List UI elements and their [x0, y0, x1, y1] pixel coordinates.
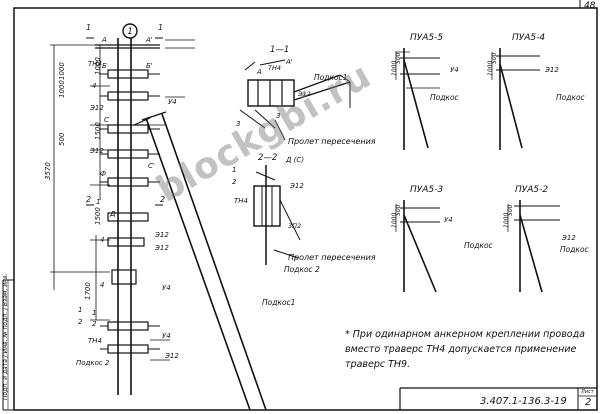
dim-1500-a: 1500: [94, 122, 102, 140]
lbl-D: Д: [109, 210, 116, 218]
s11-lbl-A: А: [256, 68, 262, 76]
lbl-u4-3: У4: [162, 332, 171, 340]
lbl-e12-1: Э12: [89, 104, 104, 112]
section-mark-1b: 1: [158, 23, 163, 32]
lbl-A: А: [101, 36, 107, 44]
section-1-1-title: 1—1: [270, 45, 289, 55]
lbl-tn4-bottom: ТН4: [88, 337, 102, 345]
variant-5-tag: У4: [450, 66, 459, 74]
lbl-e12-5: Э12: [164, 352, 179, 360]
lbl-e12-2: Э12: [89, 147, 104, 155]
doc-code: 3.407.1-136.3-19: [480, 396, 567, 407]
variant-pua5-4-title: ПУА5-4: [512, 33, 545, 43]
variant-3-dim-a: 1000: [391, 213, 398, 228]
lbl-C: С: [104, 116, 109, 124]
variant-4-tag: Э12: [544, 66, 559, 74]
variant-pua5-2-title: ПУА5-2: [515, 185, 548, 195]
dim-1000-a: 1000: [58, 80, 66, 98]
lbl-B: Б: [102, 62, 107, 70]
variant-5-brace: Подкос: [430, 93, 460, 102]
s22-lbl-tn4: ТН4: [234, 197, 248, 205]
side-stamp: Подп. и дата / Инв. № подл. / Взам. инв.: [2, 273, 9, 400]
lbl-C-prime: С': [148, 162, 155, 170]
lbl-F: Ф: [100, 170, 106, 178]
s22-lbl-podkos2: Подкос 2: [284, 265, 320, 274]
footnote: * При одинарном анкерном креплении прово…: [345, 329, 585, 370]
s22-crossing: Пролет пересечения: [288, 253, 376, 262]
lbl-4-a: 4: [92, 82, 96, 90]
dim-1000-b: 1000: [58, 62, 66, 80]
variant-4-dim-a: 1000: [487, 61, 494, 76]
variant-2-dim-a: 1000: [503, 213, 510, 228]
s11-lbl-tn4: ТН4: [268, 64, 281, 72]
lbl-4-b: 4: [100, 236, 104, 244]
section-2-2-title: 2—2: [258, 153, 277, 163]
scale-mark-1: 1: [78, 306, 82, 314]
lbl-B-prime: Б': [146, 62, 153, 70]
dim-1500-b: 1500: [94, 207, 102, 225]
variant-2-tag: Э12: [561, 234, 576, 242]
s11-lbl-podkos: Подкос1: [314, 73, 347, 82]
lbl-u4-1: У4: [168, 98, 177, 106]
dim-3570: 3570: [44, 162, 52, 180]
s22-lbl-d: Д (С): [285, 156, 304, 164]
sheet-number: 2: [585, 397, 592, 408]
variant-4-dim-b: 500: [491, 52, 498, 64]
variant-5-dim-b: 500: [395, 52, 402, 64]
lbl-4-c: 4: [100, 281, 104, 289]
s11-lbl-e12: Э12: [297, 90, 311, 98]
s22-lbl-e12: Э12: [289, 182, 304, 190]
lbl-2: 2: [92, 320, 97, 328]
scale-mark-2: 2: [78, 318, 83, 326]
lbl-1: 1: [92, 309, 96, 317]
lbl-A-prime: А': [145, 36, 153, 44]
section-mark-2a: 2: [86, 195, 91, 204]
variant-pua5-3-title: ПУА5-3: [410, 185, 443, 195]
variant-3-tag: У4: [444, 216, 453, 224]
s11-lbl-3b: 3: [276, 112, 280, 120]
s11-lbl-A-prime: А': [285, 58, 293, 66]
s11-crossing: Пролет пересечения: [288, 137, 376, 146]
page-number: 48: [584, 1, 596, 11]
s11-lbl-3: 3: [236, 120, 240, 128]
variant-2-brace: Подкос: [560, 245, 590, 254]
sheet-label: Лист: [581, 389, 594, 395]
variant-3-dim-b: 500: [395, 204, 402, 216]
s22-lbl-1: 1: [232, 166, 236, 174]
lbl-tn4-top: ТН4: [88, 60, 102, 68]
lbl-2i: 1: [96, 198, 100, 206]
variant-2-dim-b: 500: [507, 204, 514, 216]
variant-pua5-5-title: ПУА5-5: [410, 33, 443, 43]
variant-3-brace: Подкос: [464, 241, 494, 250]
section-mark-2b: 2: [160, 195, 165, 204]
section-mark-1a: 1: [86, 23, 91, 32]
lbl-podkos2: Подкос 2: [76, 359, 110, 367]
variant-5-dim-a: 1000: [391, 61, 398, 76]
lbl-e12-4: Э12: [154, 244, 169, 252]
lbl-podkos1: Подкос1: [262, 298, 295, 307]
variant-4-brace: Подкос: [556, 93, 586, 102]
dim-1000-c: 1000: [94, 57, 102, 75]
lbl-u4-2: У4: [162, 284, 171, 292]
s22-lbl-2: 2: [232, 178, 237, 186]
lbl-e12-3: Э12: [154, 231, 169, 239]
dim-500: 500: [58, 132, 66, 146]
main-marker: 1: [127, 27, 133, 37]
dim-1700: 1700: [84, 282, 92, 300]
s22-lbl-3p2: 3П2: [288, 222, 301, 230]
